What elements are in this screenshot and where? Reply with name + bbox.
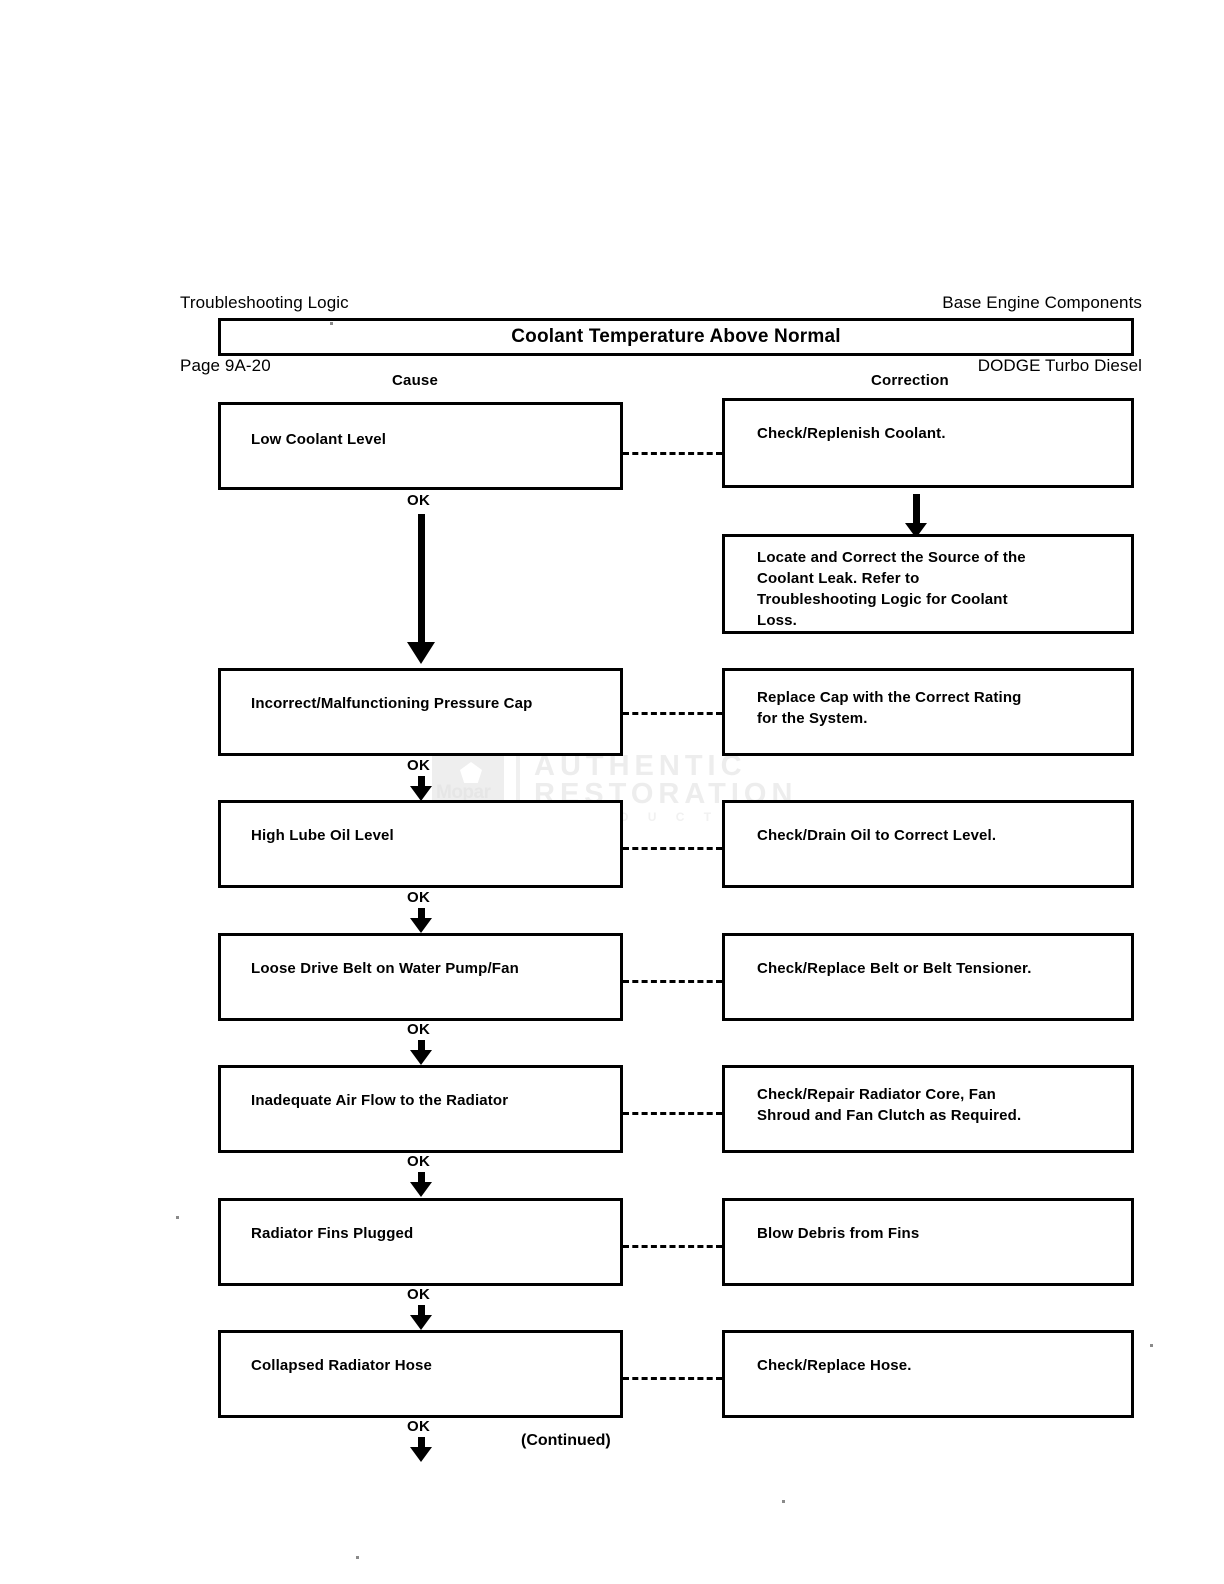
scan-speck <box>1150 1344 1153 1347</box>
connector-3 <box>623 847 722 850</box>
arrow-cause-5-to-6 <box>410 1172 432 1198</box>
cause-box-6-label: Radiator Fins Plugged <box>251 1225 414 1242</box>
correction-box-3[interactable]: Check/Drain Oil to Correct Level. <box>722 800 1134 888</box>
arrow-correction-1-to-1b <box>905 494 927 538</box>
column-header-cause: Cause <box>392 372 439 389</box>
correction-box-1b-label: Locate and Correct the Source of the Coo… <box>757 549 1026 629</box>
correction-box-5-label: Check/Repair Radiator Core, Fan Shroud a… <box>757 1086 1022 1124</box>
correction-box-7[interactable]: Check/Replace Hose. <box>722 1330 1134 1418</box>
ok-label-1: OK <box>407 492 431 509</box>
correction-box-6[interactable]: Blow Debris from Fins <box>722 1198 1134 1286</box>
pentastar-glyph <box>460 762 482 783</box>
header-chapter-title: Base Engine Components <box>942 293 1142 312</box>
scan-speck <box>356 1556 359 1559</box>
page-header-right: Base Engine Components DODGE Turbo Diese… <box>942 250 1142 418</box>
arrow-continued <box>410 1437 432 1467</box>
correction-box-2[interactable]: Replace Cap with the Correct Rating for … <box>722 668 1134 756</box>
flowchart-title: Coolant Temperature Above Normal <box>511 326 841 347</box>
correction-box-4[interactable]: Check/Replace Belt or Belt Tensioner. <box>722 933 1134 1021</box>
column-header-correction: Correction <box>871 372 949 389</box>
correction-box-7-label: Check/Replace Hose. <box>757 1357 912 1374</box>
arrow-cause-3-to-4 <box>410 908 432 934</box>
connector-1 <box>623 452 722 455</box>
ok-label-4: OK <box>407 1021 431 1038</box>
ok-label-2: OK <box>407 757 431 774</box>
header-vehicle-model: DODGE Turbo Diesel <box>977 356 1142 375</box>
cause-box-2-label: Incorrect/Malfunctioning Pressure Cap <box>251 695 533 712</box>
ok-label-5: OK <box>407 1153 431 1170</box>
cause-box-7[interactable]: Collapsed Radiator Hose <box>218 1330 623 1418</box>
header-section-title: Troubleshooting Logic <box>180 293 349 312</box>
correction-box-6-label: Blow Debris from Fins <box>757 1225 920 1242</box>
cause-box-6[interactable]: Radiator Fins Plugged <box>218 1198 623 1286</box>
cause-box-3[interactable]: High Lube Oil Level <box>218 800 623 888</box>
arrow-cause-4-to-5 <box>410 1040 432 1066</box>
arrow-cause-6-to-7 <box>410 1305 432 1331</box>
continued-label: (Continued) <box>521 1432 611 1449</box>
scan-speck <box>782 1500 785 1503</box>
cause-box-5[interactable]: Inadequate Air Flow to the Radiator <box>218 1065 623 1153</box>
correction-box-2-label: Replace Cap with the Correct Rating for … <box>757 689 1022 727</box>
ok-label-7: OK <box>407 1418 431 1435</box>
connector-4 <box>623 980 722 983</box>
connector-5 <box>623 1112 722 1115</box>
connector-6 <box>623 1245 722 1248</box>
ok-label-6: OK <box>407 1286 431 1303</box>
arrow-cause-1-to-2 <box>407 514 435 664</box>
scan-speck <box>176 1216 179 1219</box>
page-header-left: Troubleshooting Logic Page 9A-20 <box>180 250 349 418</box>
correction-box-1-label: Check/Replenish Coolant. <box>757 425 946 442</box>
arrow-cause-2-to-3 <box>410 776 432 802</box>
cause-box-1-label: Low Coolant Level <box>251 431 387 448</box>
correction-box-3-label: Check/Drain Oil to Correct Level. <box>757 827 997 844</box>
cause-box-7-label: Collapsed Radiator Hose <box>251 1357 432 1374</box>
correction-box-1[interactable]: Check/Replenish Coolant. <box>722 398 1134 488</box>
header-page-number: Page 9A-20 <box>180 356 271 375</box>
cause-box-3-label: High Lube Oil Level <box>251 827 394 844</box>
cause-box-4-label: Loose Drive Belt on Water Pump/Fan <box>251 960 519 977</box>
connector-7 <box>623 1377 722 1380</box>
cause-box-1[interactable]: Low Coolant Level <box>218 402 623 490</box>
cause-box-5-label: Inadequate Air Flow to the Radiator <box>251 1092 509 1109</box>
correction-box-4-label: Check/Replace Belt or Belt Tensioner. <box>757 960 1032 977</box>
ok-label-3: OK <box>407 889 431 906</box>
correction-box-5[interactable]: Check/Repair Radiator Core, Fan Shroud a… <box>722 1065 1134 1153</box>
connector-2 <box>623 712 722 715</box>
correction-box-1b[interactable]: Locate and Correct the Source of the Coo… <box>722 534 1134 634</box>
cause-box-2[interactable]: Incorrect/Malfunctioning Pressure Cap <box>218 668 623 756</box>
scan-speck <box>330 322 333 325</box>
flowchart-title-box: Coolant Temperature Above Normal <box>218 318 1134 356</box>
cause-box-4[interactable]: Loose Drive Belt on Water Pump/Fan <box>218 933 623 1021</box>
